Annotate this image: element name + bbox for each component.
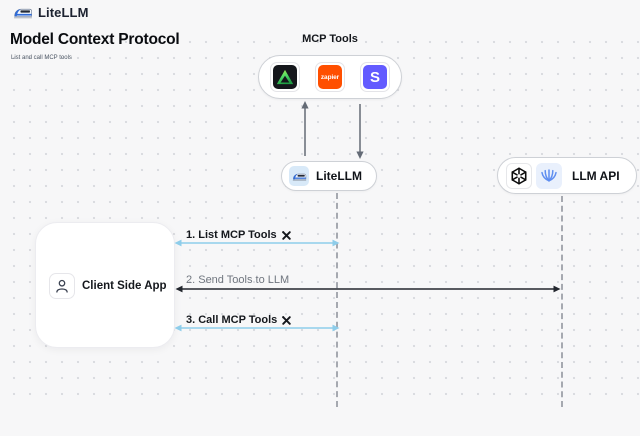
- flow-3-text: 3. Call MCP Tools: [186, 314, 278, 326]
- flow-1-arrow: [174, 239, 340, 247]
- zapier-wordmark: zapier: [320, 73, 340, 81]
- mcp-tool-tile: S: [360, 62, 390, 92]
- mcp-tools-label: MCP Tools: [302, 33, 358, 45]
- flow-1-label: 1. List MCP Tools: [186, 229, 292, 241]
- tools-icon: [282, 315, 292, 325]
- client-node-label: Client Side App: [82, 280, 167, 292]
- flow-3-arrow: [174, 324, 340, 332]
- litellm-node-label: LiteLLM: [316, 169, 362, 183]
- mcp-tool-tile: [270, 62, 300, 92]
- litellm-lifeline: [336, 193, 338, 407]
- flow-3-label: 3. Call MCP Tools: [186, 314, 292, 326]
- litellm-node: LiteLLM: [281, 161, 377, 191]
- tools-icon: [281, 230, 291, 240]
- flow-2-text: 2. Send Tools to LLM: [186, 274, 290, 286]
- mcp-tool-tile: zapier: [315, 62, 345, 92]
- litellm-train-icon: [289, 166, 309, 186]
- mcp-tools-node: zapier S: [258, 55, 402, 99]
- llm-api-node: LLM API: [497, 157, 637, 194]
- llm-provider-icon: [536, 162, 562, 189]
- stripe-letter: S: [369, 68, 380, 86]
- user-icon: [49, 273, 75, 299]
- llm-api-lifeline: [561, 196, 563, 407]
- flow-2-label: 2. Send Tools to LLM: [186, 274, 289, 286]
- litellm-train-icon: [14, 8, 32, 19]
- brand-name: LiteLLM: [38, 5, 89, 20]
- flow-2-arrow: [175, 285, 561, 293]
- page-title: Model Context Protocol: [10, 31, 180, 48]
- stripe-logo: S: [363, 65, 387, 89]
- zapier-logo: zapier: [318, 65, 342, 89]
- page-subtitle: List and call MCP tools: [11, 55, 72, 61]
- openai-icon: [506, 162, 532, 189]
- flow-1-text: 1. List MCP Tools: [186, 229, 277, 241]
- arrow-up-to-mcp: [301, 101, 309, 156]
- arrow-down-to-litellm: [356, 104, 364, 159]
- app-header: LiteLLM: [13, 5, 89, 20]
- client-side-app-node: Client Side App: [35, 222, 175, 348]
- triangle-tool-logo: [273, 65, 297, 89]
- llm-api-node-label: LLM API: [572, 168, 620, 183]
